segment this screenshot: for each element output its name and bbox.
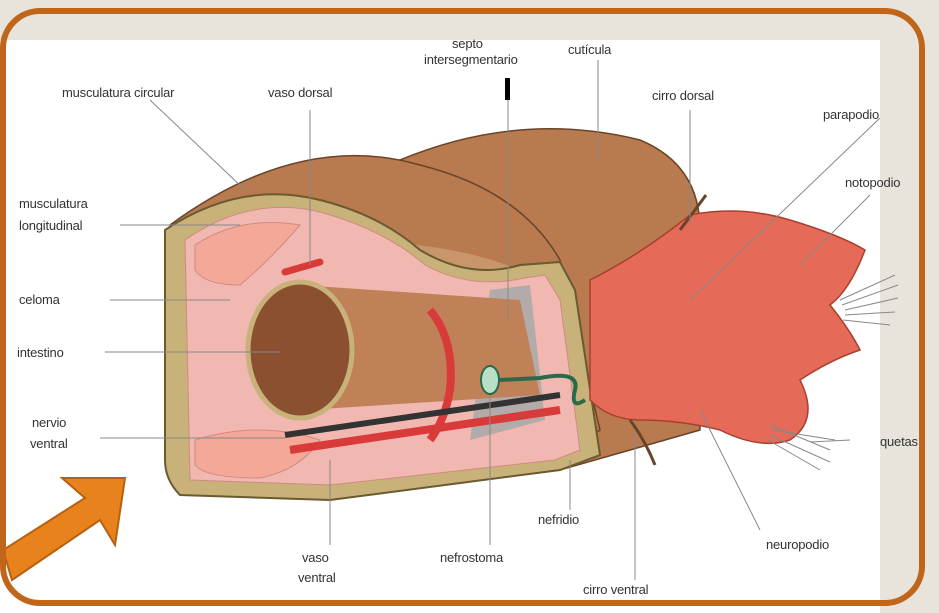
- label-notopodio: notopodio: [845, 175, 900, 191]
- label-nervio-ventral: ventral: [30, 436, 68, 452]
- label-vaso-ventral: ventral: [298, 570, 336, 586]
- label-longitudinal: longitudinal: [19, 218, 82, 234]
- label-vaso: vaso: [302, 550, 329, 566]
- label-intestino: intestino: [17, 345, 64, 361]
- label-quetas: quetas: [880, 434, 918, 450]
- label-parapodio: parapodio: [823, 107, 879, 123]
- label-cuticula: cutícula: [568, 42, 611, 58]
- label-nefridio: nefridio: [538, 512, 579, 528]
- septum-marker: [505, 78, 510, 100]
- label-neuropodio: neuropodio: [766, 537, 829, 553]
- label-cirro-ventral: cirro ventral: [583, 582, 648, 598]
- label-celoma: celoma: [19, 292, 60, 308]
- label-nervio: nervio: [32, 415, 66, 431]
- orange-arrow-icon: [0, 478, 125, 580]
- label-nefrostoma: nefrostoma: [440, 550, 503, 566]
- label-intersegmentario: intersegmentario: [424, 52, 518, 68]
- label-musculatura: musculatura: [19, 196, 88, 212]
- label-musculatura-circular: musculatura circular: [62, 85, 174, 101]
- nephrostome: [481, 366, 499, 394]
- label-cirro-dorsal: cirro dorsal: [652, 88, 714, 104]
- label-vaso-dorsal: vaso dorsal: [268, 85, 332, 101]
- label-septo: septo: [452, 36, 483, 52]
- intestine-section: [248, 282, 352, 418]
